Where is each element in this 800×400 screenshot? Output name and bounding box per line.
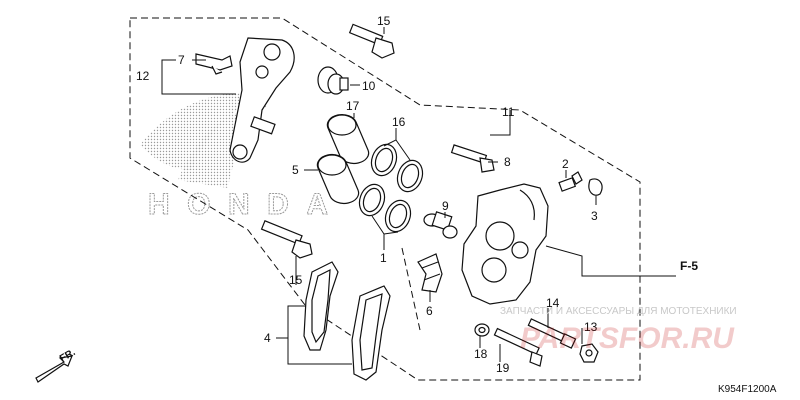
callout-7: 7 xyxy=(178,53,185,67)
callout-4: 4 xyxy=(264,331,271,345)
frame-divider xyxy=(401,247,421,331)
caliper-bolt xyxy=(493,327,543,367)
callout-8: 8 xyxy=(504,155,511,169)
bleeder-valve xyxy=(558,171,583,192)
bolt-lower xyxy=(260,220,313,259)
nut xyxy=(579,343,599,363)
callout-2: 2 xyxy=(562,157,569,171)
washer xyxy=(474,323,490,337)
callout-9: 9 xyxy=(442,199,449,213)
callout-3: 3 xyxy=(591,209,598,223)
watermark-caption: ЗАПЧАСТИ И АКСЕССУАРЫ ДЛЯ МОТОТЕХНИКИ xyxy=(500,306,737,317)
callout-5: 5 xyxy=(292,163,299,177)
callout-19: 19 xyxy=(496,361,510,375)
assembly-frame xyxy=(129,17,641,381)
callout-14: 14 xyxy=(546,296,560,310)
reference-f5: F-5 xyxy=(680,259,698,273)
pin-boot xyxy=(317,66,349,95)
callout-16: 16 xyxy=(392,115,406,129)
pad-spring-clip xyxy=(195,53,233,75)
callout-11: 11 xyxy=(502,105,515,119)
piston-seals xyxy=(358,143,424,233)
leader-lines xyxy=(161,27,676,365)
watermark-site: PARTSFOR.RU xyxy=(520,322,735,355)
callout-1: 1 xyxy=(380,251,387,265)
callout-17: 17 xyxy=(346,99,360,113)
callout-12: 12 xyxy=(136,69,150,83)
callout-15-top: 15 xyxy=(377,14,391,28)
diagram-code: K954F1200A xyxy=(718,384,777,395)
brake-pads xyxy=(303,261,391,381)
caliper-pin xyxy=(527,318,577,349)
caliper-body xyxy=(461,183,549,305)
callout-10: 10 xyxy=(362,79,376,93)
bolt-top xyxy=(348,23,395,59)
slide-pin xyxy=(450,144,495,173)
callout-18: 18 xyxy=(474,347,488,361)
caliper-bracket xyxy=(229,37,295,163)
front-arrow-icon: FR. xyxy=(35,347,78,383)
callout-15-lower: 15 xyxy=(289,273,303,287)
callout-6: 6 xyxy=(426,304,433,318)
pad-pin xyxy=(423,211,458,239)
honda-logo-text: HONDA xyxy=(148,188,328,221)
caliper-pistons xyxy=(316,113,370,205)
front-label: FR. xyxy=(58,347,78,365)
pad-spring xyxy=(417,253,443,293)
bleeder-cap xyxy=(588,178,603,196)
callout-13: 13 xyxy=(584,320,598,334)
